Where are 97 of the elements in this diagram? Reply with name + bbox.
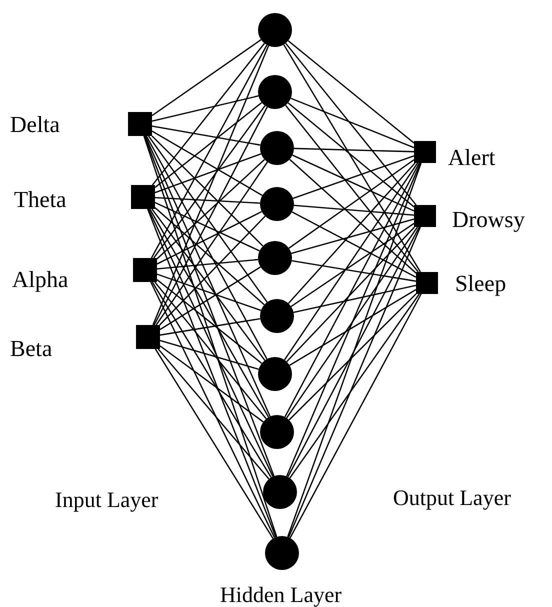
- layer-label: Hidden Layer: [220, 584, 342, 606]
- connection-line: [159, 216, 266, 326]
- connection-line: [288, 162, 416, 304]
- connection-line: [152, 95, 259, 122]
- connection-line: [287, 226, 420, 478]
- connection-line: [152, 125, 260, 146]
- connection-line: [288, 293, 416, 420]
- connection-line: [293, 284, 416, 313]
- connection-line: [154, 202, 260, 252]
- connection-line: [286, 226, 416, 362]
- connection-line: [160, 345, 264, 422]
- connection-line: [153, 105, 266, 258]
- layer-label: Input Layer: [55, 489, 158, 511]
- connection-line: [152, 135, 264, 246]
- connection-line: [289, 294, 422, 538]
- connection-line: [286, 162, 421, 477]
- neuron-circle: [258, 13, 292, 47]
- connection-line: [149, 208, 270, 418]
- connection-line: [154, 102, 262, 188]
- connection-line: [156, 211, 262, 265]
- connection-line: [292, 155, 414, 199]
- neuron-circle: [260, 299, 294, 333]
- connection-line: [150, 282, 276, 538]
- connection-line: [146, 136, 268, 360]
- neuron-circle: [263, 475, 297, 509]
- connection-line: [288, 226, 421, 538]
- connection-line: [286, 226, 418, 418]
- neuron-circle: [260, 187, 294, 221]
- neuron-square: [136, 325, 160, 349]
- neuron-square: [128, 112, 152, 136]
- connection-line: [290, 222, 414, 308]
- neuron-square: [416, 272, 438, 294]
- neuron-circle: [258, 357, 292, 391]
- connection-line: [152, 130, 263, 196]
- neuron-circle: [265, 536, 299, 570]
- neuron-circle: [258, 75, 292, 109]
- connection-line: [148, 136, 268, 303]
- connection-line: [147, 208, 276, 538]
- connection-line: [160, 318, 260, 336]
- connection-line: [156, 159, 265, 260]
- connection-line: [284, 162, 418, 360]
- connection-line: [144, 136, 275, 476]
- connection-line: [294, 148, 414, 152]
- layer-label: Output Layer: [393, 487, 511, 509]
- connection-line: [288, 102, 414, 208]
- connection-line: [152, 42, 265, 186]
- neuron-label: Alpha: [12, 268, 68, 291]
- neuron-square: [133, 258, 157, 282]
- connection-line: [288, 159, 414, 249]
- connection-line: [294, 204, 414, 216]
- connection-line: [156, 162, 268, 326]
- connection-line: [152, 39, 262, 116]
- connection-line: [154, 282, 267, 420]
- connection-line: [158, 348, 270, 480]
- neuron-label: Theta: [14, 188, 66, 211]
- connection-line: [156, 258, 258, 270]
- neuron-square: [414, 205, 436, 227]
- connection-line: [154, 207, 265, 306]
- neuron-square: [414, 141, 436, 163]
- connection-line: [154, 153, 262, 194]
- connection-line: [150, 44, 268, 258]
- connection-line: [291, 218, 414, 254]
- connection-line: [292, 211, 416, 278]
- neuron-label: Beta: [10, 337, 52, 360]
- connection-line: [292, 260, 416, 282]
- connection-line: [152, 45, 270, 326]
- connection-line: [152, 282, 272, 478]
- connection-line: [289, 294, 420, 478]
- connection-line: [288, 40, 414, 144]
- connection-line: [151, 208, 266, 361]
- connection-line: [160, 266, 261, 330]
- connection-line: [289, 158, 416, 274]
- connection-line: [154, 106, 268, 326]
- connection-line: [156, 274, 262, 312]
- connection-line: [283, 44, 421, 272]
- neuron-label: Alert: [448, 146, 496, 169]
- connection-line: [156, 279, 262, 364]
- connection-line: [154, 348, 274, 539]
- connection-line: [292, 154, 414, 212]
- neuron-circle: [258, 241, 292, 275]
- connection-line: [160, 340, 259, 370]
- connection-line: [144, 136, 271, 417]
- connection-line: [154, 196, 260, 204]
- connection-line: [148, 208, 274, 477]
- connection-line: [289, 289, 416, 366]
- connection-line: [285, 104, 419, 272]
- neuron-label: Delta: [10, 113, 60, 136]
- connection-line: [284, 162, 420, 418]
- neuron-circle: [260, 131, 294, 165]
- neuron-circle: [260, 415, 294, 449]
- neuron-label: Sleep: [455, 272, 506, 295]
- neuron-square: [131, 185, 155, 209]
- neuron-label: Drowsy: [452, 208, 525, 231]
- connection-line: [290, 98, 414, 148]
- connection-line: [285, 42, 417, 206]
- connection-line: [287, 162, 422, 538]
- connection-line: [143, 136, 278, 538]
